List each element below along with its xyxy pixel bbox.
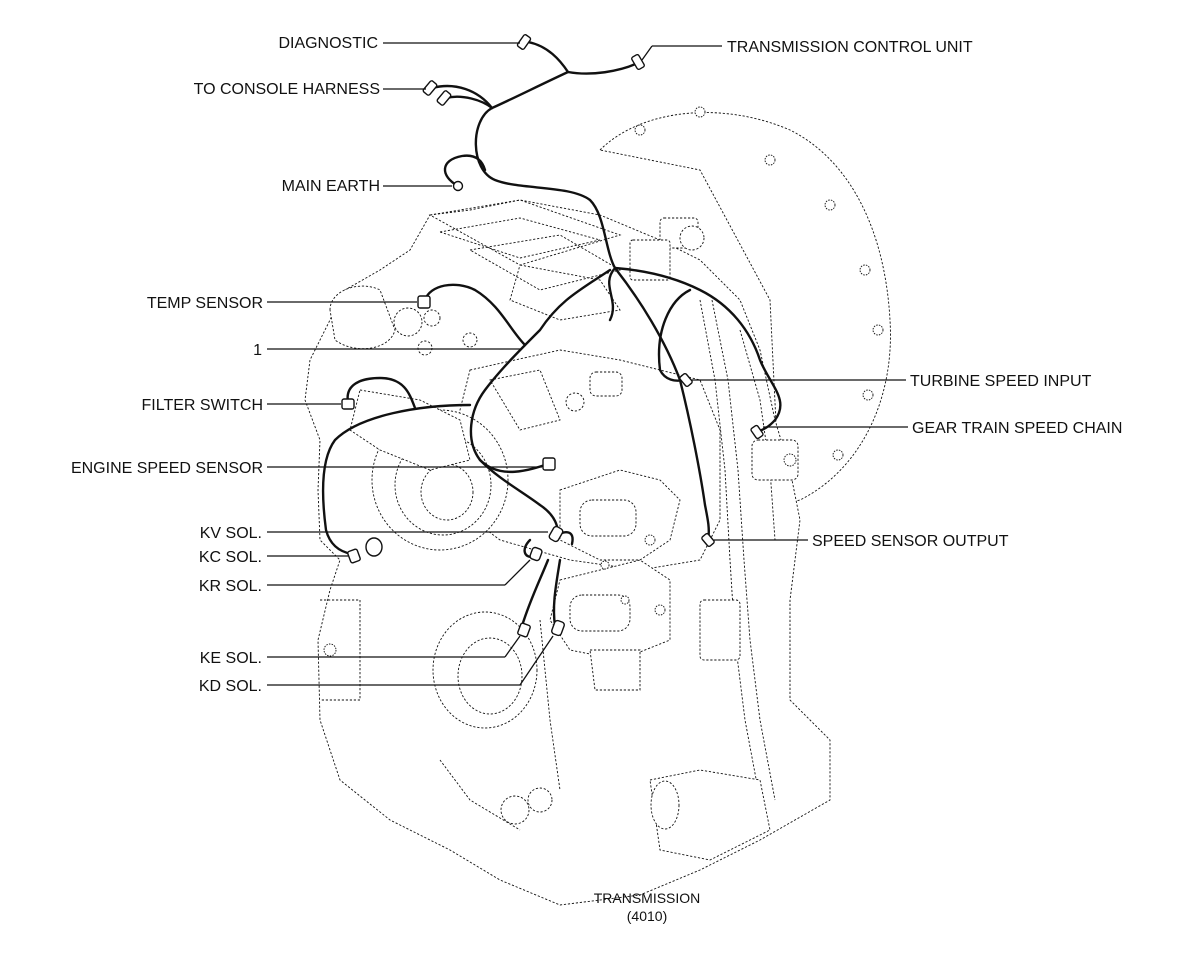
console-harness-connector-icon [422,80,438,96]
tcu-connector-icon [631,53,645,71]
kc-solenoid-icon [365,537,383,557]
transmission-housing [304,106,891,906]
connectors [341,34,764,638]
diagnostic-connector-icon [516,34,532,50]
figure-caption: TRANSMISSION (4010) [594,890,701,924]
label-temp-sensor: TEMP SENSOR [147,295,263,312]
label-gear-train-speed-chain: GEAR TRAIN SPEED CHAIN [912,420,1122,437]
label-to-console-harness: TO CONSOLE HARNESS [194,81,380,98]
temp-sensor-connector-icon [417,295,431,309]
gear-train-speed-connector-icon [750,424,764,440]
console-harness-connector-icon-2 [436,90,452,106]
label-engine-speed-sensor: ENGINE SPEED SENSOR [71,460,263,477]
label-diagnostic: DIAGNOSTIC [278,35,378,52]
kc-sol-connector-icon [347,548,361,564]
caption-code: (4010) [627,908,667,924]
kv-sol-connector-icon [548,525,564,543]
caption-title: TRANSMISSION [594,890,701,906]
ke-sol-connector-icon [517,622,531,638]
label-ke-sol: KE SOL. [200,650,262,667]
label-turbine-speed-input: TURBINE SPEED INPUT [910,373,1092,390]
filter-switch-connector-icon [341,398,355,410]
label-filter-switch: FILTER SWITCH [142,397,263,414]
label-kc-sol: KC SOL. [199,549,262,566]
label-kr-sol: KR SOL. [199,578,262,595]
label-kv-sol: KV SOL. [200,525,262,542]
label-transmission-control-unit: TRANSMISSION CONTROL UNIT [727,39,973,56]
callout-labels: DIAGNOSTIC TRANSMISSION CONTROL UNIT TO … [71,35,1122,695]
wiring-harness [321,40,782,628]
label-item-1: 1 [253,342,262,359]
label-speed-sensor-output: SPEED SENSOR OUTPUT [812,533,1009,550]
main-earth-terminal-icon [452,180,464,192]
label-kd-sol: KD SOL. [199,678,262,695]
kd-sol-connector-icon [551,619,565,637]
label-main-earth: MAIN EARTH [282,178,380,195]
kr-sol-connector-icon [529,546,543,562]
engine-speed-connector-icon [542,457,556,471]
turbine-speed-connector-icon [679,372,693,388]
speed-sensor-output-connector-icon [701,532,715,548]
leader-lines [267,42,908,686]
